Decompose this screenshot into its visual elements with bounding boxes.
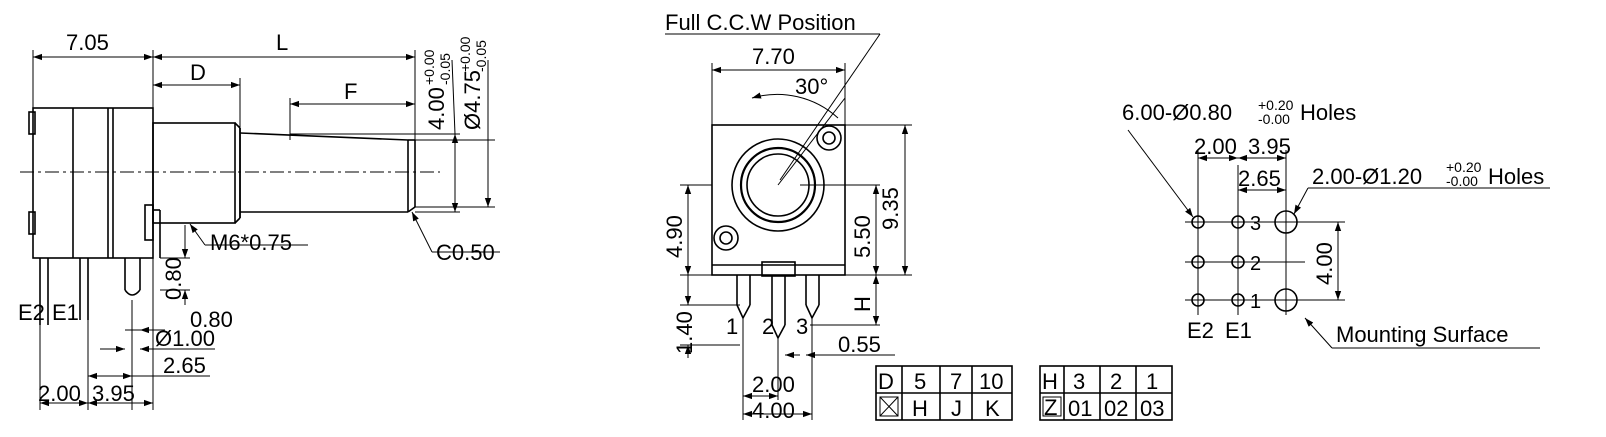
dim-pcb-top-395: 3.95 bbox=[1248, 134, 1291, 159]
dim-pin-dia: Ø1.00 bbox=[155, 326, 215, 351]
holes-large-tol-lower: -0.00 bbox=[1446, 173, 1478, 189]
table-d-cell-k: K bbox=[985, 396, 1000, 421]
dim-front-angle: 30° bbox=[795, 74, 828, 99]
front-view: Full C.C.W Position bbox=[662, 10, 912, 423]
table-d-cell-h: H bbox=[912, 396, 928, 421]
label-row-2: 2 bbox=[1250, 253, 1261, 275]
bushing-outline bbox=[152, 122, 236, 224]
dim-d: D bbox=[190, 60, 206, 85]
label-e2: E2 bbox=[18, 300, 45, 325]
dim-shaft-dia-tol-upper: +0.00 bbox=[421, 49, 437, 85]
table-h-symbol-z: Z bbox=[1044, 395, 1057, 420]
holes-small-spec: 6.00-Ø0.80 bbox=[1122, 100, 1232, 125]
dim-pin-200: 2.00 bbox=[38, 381, 81, 406]
dim-pcb-right-400: 4.00 bbox=[1312, 242, 1337, 285]
table-d-cell-10: 10 bbox=[979, 369, 1003, 394]
dim-pin-395: 3.95 bbox=[92, 381, 135, 406]
label-e1: E1 bbox=[52, 300, 79, 325]
dim-shaft-dia-tol-lower: -0.05 bbox=[437, 53, 453, 85]
label-pin-3: 3 bbox=[796, 314, 808, 339]
holes-small-tol-lower: -0.00 bbox=[1258, 111, 1290, 127]
label-row-1: 1 bbox=[1250, 291, 1261, 313]
table-h-cell-03: 03 bbox=[1140, 396, 1164, 421]
dim-front-pin-pitch: 2.00 bbox=[752, 372, 795, 397]
front-body-outline bbox=[711, 124, 846, 276]
side-view: 7.05 L D F 4.00 +0.00 -0.05 Ø4.75 +0.00 … bbox=[18, 30, 500, 410]
label-pcb-e2: E2 bbox=[1187, 318, 1214, 343]
holes-large-tol-upper: +0.20 bbox=[1446, 159, 1482, 175]
dim-chamfer: C0.50 bbox=[436, 240, 495, 265]
dim-tip-dia: Ø4.75 bbox=[460, 70, 485, 130]
dim-pin-080-b: 0.80 bbox=[190, 307, 233, 332]
holes-large-spec: 2.00-Ø1.20 bbox=[1312, 164, 1422, 189]
table-h-cell-2: 2 bbox=[1110, 369, 1122, 394]
table-d-cell-j: J bbox=[951, 396, 962, 421]
dim-front-h: H bbox=[850, 296, 875, 312]
label-pin-1: 1 bbox=[726, 314, 738, 339]
dim-front-height-shaft: 5.50 bbox=[850, 215, 875, 258]
table-d: D 5 7 10 H J K bbox=[875, 365, 1013, 421]
dim-pcb-top-265: 2.65 bbox=[1238, 166, 1281, 191]
dim-front-pin-len: 1.40 bbox=[672, 311, 697, 354]
dim-front-left-height: 4.90 bbox=[662, 215, 687, 258]
table-h-cell-3: 3 bbox=[1073, 369, 1085, 394]
dim-length: L bbox=[276, 30, 288, 55]
table-d-header-d: D bbox=[878, 369, 894, 394]
dim-tip-dia-tol-upper: +0.00 bbox=[457, 36, 473, 72]
pcb-layout-view: 6.00-Ø0.80 +0.20 -0.00 Holes 2.00-Ø1.20 … bbox=[1122, 97, 1550, 349]
holes-small-suffix: Holes bbox=[1300, 100, 1356, 125]
holes-small-tol-upper: +0.20 bbox=[1258, 97, 1294, 113]
hole-grid bbox=[1191, 210, 1298, 312]
dim-tip-dia-tol-lower: -0.05 bbox=[473, 40, 489, 72]
table-h-header-h: H bbox=[1042, 369, 1058, 394]
dim-front-width: 7.70 bbox=[752, 44, 795, 69]
table-d-cell-7: 7 bbox=[950, 369, 962, 394]
dim-thread: M6*0.75 bbox=[210, 230, 292, 255]
dim-pcb-top-200: 2.00 bbox=[1194, 134, 1237, 159]
label-row-3: 3 bbox=[1250, 213, 1261, 235]
dim-shaft-dia: 4.00 bbox=[424, 87, 449, 130]
dim-pin-265: 2.65 bbox=[163, 353, 206, 378]
holes-large-suffix: Holes bbox=[1488, 164, 1544, 189]
dim-front-pin-gap: 0.55 bbox=[838, 332, 881, 357]
table-h-cell-02: 02 bbox=[1104, 396, 1128, 421]
dim-front-height-total: 9.35 bbox=[878, 187, 903, 230]
dim-pin-080-a: 0.80 bbox=[161, 257, 186, 300]
label-pin-2: 2 bbox=[762, 314, 774, 339]
table-h-cell-01: 01 bbox=[1068, 396, 1092, 421]
dim-body-width: 7.05 bbox=[66, 30, 109, 55]
table-d-cell-5: 5 bbox=[914, 369, 926, 394]
label-pcb-e1: E1 bbox=[1225, 318, 1252, 343]
pot-body-outline bbox=[32, 107, 154, 259]
table-h-cell-1: 1 bbox=[1146, 369, 1158, 394]
label-mounting-surface: Mounting Surface bbox=[1336, 322, 1508, 347]
dim-f: F bbox=[344, 79, 357, 104]
table-h: H 3 2 1 Z 01 02 03 bbox=[1039, 365, 1173, 421]
dim-front-pin-span: 4.00 bbox=[752, 398, 795, 423]
front-view-title: Full C.C.W Position bbox=[665, 10, 856, 35]
